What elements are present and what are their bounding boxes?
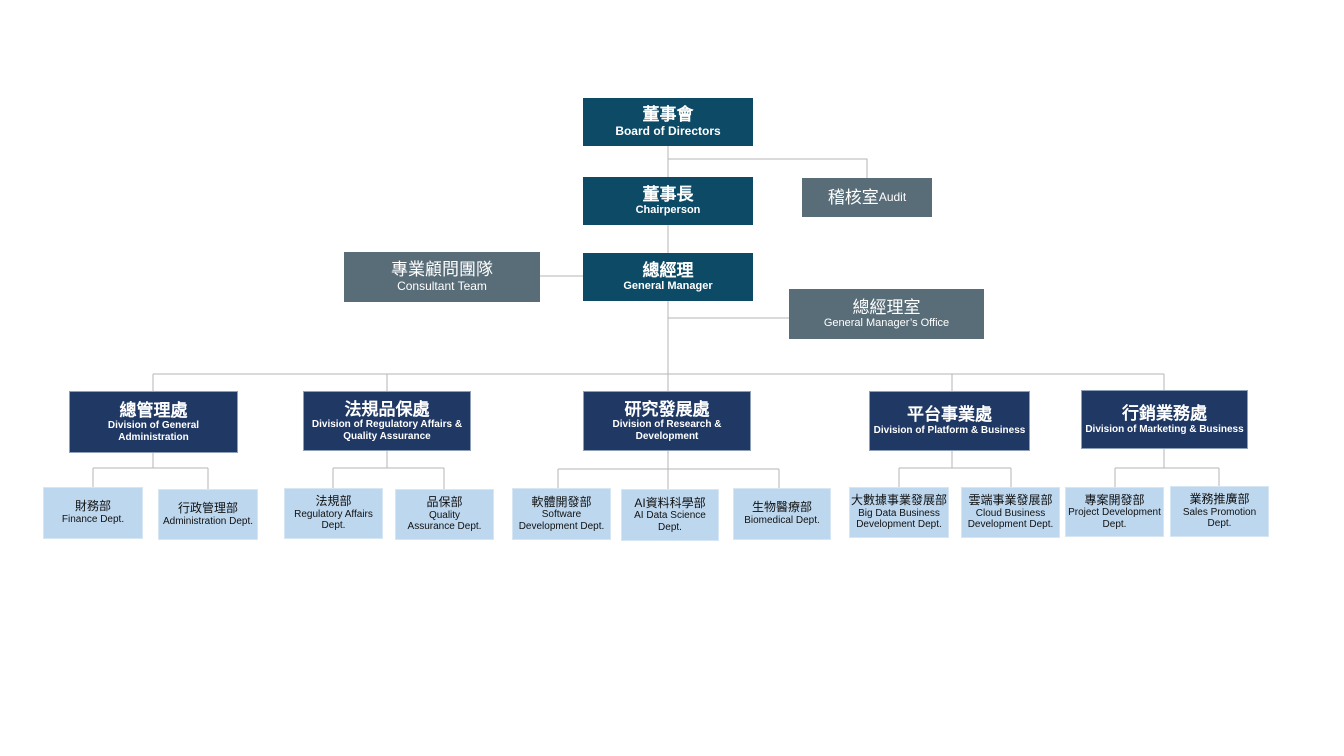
audit-en: Audit (878, 189, 907, 204)
division-zh: 研究發展處 (624, 399, 710, 419)
dept-quality-assurance: 品保部 Quality Assurance Dept. (395, 489, 494, 540)
chair-zh: 董事長 (642, 184, 694, 204)
dept-sales-promotion: 業務推廣部 Sales Promotion Dept. (1170, 486, 1269, 537)
gm-zh: 總經理 (642, 260, 694, 280)
consultant-zh: 專業顧問團隊 (391, 260, 493, 280)
consultant-en: Consultant Team (397, 278, 487, 293)
div1-dept-lines (92, 453, 209, 489)
division-zh: 行銷業務處 (1122, 403, 1207, 423)
division-zh: 平台事業處 (907, 405, 992, 425)
dept-zh: 雲端事業發展部 (968, 493, 1053, 508)
dept-en: Regulatory Affairs Dept. (294, 508, 373, 532)
dept-en: Project Development Dept. (1068, 507, 1161, 530)
dept-zh: 行政管理部 (177, 500, 238, 515)
dept-en: Biomedical Dept. (744, 515, 820, 527)
consultant-team-box: 專業顧問團隊 Consultant Team (344, 252, 540, 302)
dept-zh: 軟體開發部 (531, 494, 592, 509)
dept-en: Cloud Business Development Dept. (967, 507, 1054, 531)
division-zh: 法規品保處 (344, 399, 430, 419)
chair-en: Chairperson (635, 204, 701, 217)
division-en: Division of General Administration (107, 420, 200, 443)
div5-dept-lines (1114, 449, 1220, 487)
division-en: Division of Marketing & Business (1085, 423, 1244, 435)
dept-big-data-business: 大數據事業發展部 Big Data Business Development D… (849, 487, 949, 538)
dept-zh: 大數據事業發展部 (850, 493, 947, 508)
board-en: Board of Directors (615, 123, 721, 138)
division-general-administration: 總管理處 Division of General Administration (69, 391, 238, 453)
div2-dept-lines (332, 451, 445, 489)
div4-dept-lines (898, 451, 1012, 487)
division-en: Division of Regulatory Affairs & Quality… (311, 419, 463, 442)
dept-zh: AI資料科學部 (634, 495, 706, 510)
gm-office-box: 總經理室 General Manager’s Office (789, 289, 984, 339)
dept-en: Big Data Business Development Dept. (856, 507, 942, 531)
division-zh: 總管理處 (119, 400, 188, 420)
dept-en: AI Data Science Dept. (634, 510, 706, 533)
dept-zh: 業務推廣部 (1189, 492, 1250, 507)
dept-finance: 財務部 Finance Dept. (43, 487, 143, 539)
audit-box: 稽核室 Audit (802, 178, 932, 217)
dept-en: Administration Dept. (162, 515, 254, 527)
division-regulatory-quality: 法規品保處 Division of Regulatory Affairs & Q… (303, 391, 471, 451)
gm-en: General Manager (623, 280, 713, 293)
chairperson-box: 董事長 Chairperson (583, 177, 753, 225)
dept-ai-data-science: AI資料科學部 AI Data Science Dept. (621, 489, 719, 541)
dept-biomedical: 生物醫療部 Biomedical Dept. (733, 488, 831, 540)
dept-zh: 生物醫療部 (751, 500, 812, 515)
dept-administration: 行政管理部 Administration Dept. (158, 489, 258, 540)
division-research-development: 研究發展處 Division of Research & Development (583, 391, 751, 451)
dept-software-development: 軟體開發部 Software Development Dept. (512, 488, 611, 540)
division-bus-line (152, 373, 1165, 391)
dept-en: Finance Dept. (61, 514, 125, 526)
dept-en: Sales Promotion Dept. (1182, 506, 1257, 530)
division-en: Division of Research & Development (612, 419, 722, 442)
gm-office-zh: 總經理室 (852, 297, 921, 317)
dept-zh: 專案開發部 (1084, 492, 1145, 507)
general-manager-box: 總經理 General Manager (583, 253, 753, 301)
gm-office-en: General Manager’s Office (823, 317, 950, 330)
division-marketing-business: 行銷業務處 Division of Marketing & Business (1081, 390, 1248, 449)
dept-zh: 品保部 (426, 495, 463, 510)
audit-connector (668, 158, 868, 178)
division-platform-business: 平台事業處 Division of Platform & Business (869, 391, 1030, 451)
dept-project-development: 專案開發部 Project Development Dept. (1065, 487, 1164, 537)
dept-zh: 財務部 (74, 499, 111, 514)
dept-regulatory-affairs: 法規部 Regulatory Affairs Dept. (284, 488, 383, 539)
division-en: Division of Platform & Business (873, 425, 1026, 437)
dept-cloud-business: 雲端事業發展部 Cloud Business Development Dept. (961, 487, 1060, 538)
board-of-directors-box: 董事會 Board of Directors (583, 98, 753, 146)
dept-en: Quality Assurance Dept. (407, 509, 482, 533)
audit-zh: 稽核室 (827, 187, 879, 207)
div3-dept-lines (557, 451, 780, 489)
dept-en: Software Development Dept. (518, 509, 605, 532)
dept-zh: 法規部 (315, 494, 352, 509)
board-zh: 董事會 (642, 105, 694, 125)
